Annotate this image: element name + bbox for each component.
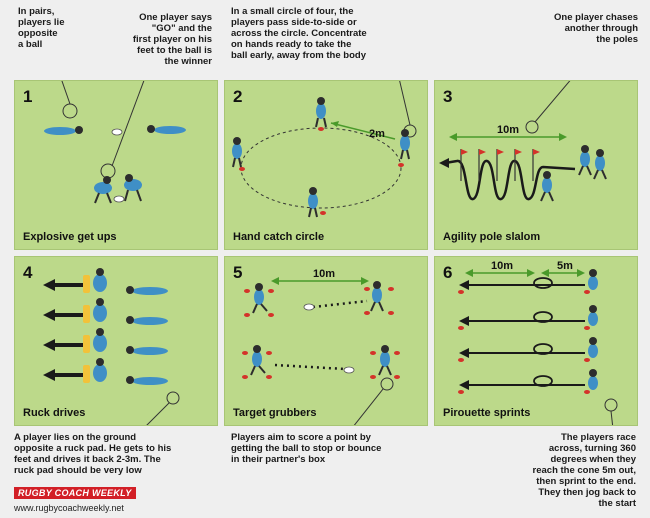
ruck-row-2 — [43, 298, 168, 325]
kick-path-bottom — [274, 363, 346, 371]
player-crouching-2 — [124, 174, 142, 202]
sprint-lane-4 — [458, 369, 598, 394]
kick-path-top — [312, 299, 368, 309]
caption-circle: In a small circle of four, the players p… — [231, 6, 367, 61]
panel-agility-pole-slalom: 3 Agility pole slalom 10m — [434, 80, 638, 250]
ruck-row-4 — [43, 358, 168, 385]
panel-title: Explosive get ups — [23, 231, 117, 243]
rugby-ball — [111, 128, 123, 136]
distance-label: 10m — [497, 124, 519, 136]
drill-diagram-6: 10m 5m — [458, 260, 618, 425]
panel-title: Pirouette sprints — [443, 407, 531, 419]
callout-line — [399, 81, 411, 126]
player-runner — [593, 149, 607, 180]
website-url[interactable]: www.rugbycoachweekly.net — [14, 503, 124, 513]
player-lying-right — [147, 125, 186, 134]
player-left — [232, 137, 242, 168]
target-box-cones — [242, 287, 400, 379]
rugby-ball — [343, 366, 355, 374]
distance-label: 10m — [313, 268, 335, 280]
panel-title: Ruck drives — [23, 407, 86, 419]
player-kicker-top — [252, 283, 268, 314]
rugby-ball — [113, 195, 125, 203]
player-bottom — [308, 187, 318, 218]
sprint-lane-2 — [458, 305, 598, 330]
sprint-lane-1 — [458, 269, 598, 294]
panel-pirouette-sprints: 6 Pirouette sprints 10m 5m — [434, 256, 638, 426]
caption-go: One player says "GO" and the first playe… — [132, 12, 212, 67]
callout-circle — [100, 163, 116, 179]
distance-line — [330, 122, 396, 140]
player-receiver-top — [370, 281, 384, 312]
callout-line — [146, 402, 170, 425]
caption-ruck: A player lies on the ground opposite a r… — [14, 432, 172, 476]
flags — [461, 149, 540, 155]
caption-chase: One player chases another through the po… — [554, 12, 638, 45]
panel-target-grubbers: 5 Target grubbers 10m — [224, 256, 428, 426]
caption-pirouette: The players race across, turning 360 deg… — [532, 432, 636, 509]
callout-line — [61, 81, 71, 105]
drill-diagram-1 — [44, 81, 186, 204]
player-lying-left — [44, 126, 83, 135]
player-right — [400, 129, 410, 160]
brand-logo: RUGBY COACH WEEKLY — [14, 487, 136, 499]
distance-label-5m: 5m — [557, 260, 573, 272]
panel-title: Agility pole slalom — [443, 231, 541, 243]
panel-number: 2 — [233, 87, 243, 106]
cones — [239, 127, 404, 215]
slalom-arrowhead — [439, 158, 449, 168]
panel-hand-catch-circle: 2 Hand catch circle 2m — [224, 80, 428, 250]
slalom-path — [444, 159, 576, 201]
drill-diagram-3: 10m — [439, 81, 607, 202]
passing-circle — [240, 127, 402, 209]
ruck-row-1 — [43, 268, 168, 295]
rugby-ball — [303, 303, 315, 311]
panel-number: 3 — [443, 87, 453, 106]
panel-number: 4 — [23, 263, 33, 282]
distance-label-10m: 10m — [491, 260, 513, 272]
callout-line — [610, 410, 614, 425]
callout-line — [353, 388, 384, 425]
callout-line — [534, 81, 571, 123]
player-chaser — [578, 145, 592, 176]
player-crouching-1 — [94, 176, 112, 204]
player-lower — [540, 171, 554, 202]
panel-ruck-drives: 4 Ruck drives — [14, 256, 218, 426]
callout-line — [111, 81, 145, 167]
panel-explosive-get-ups: 1 Explosive get ups — [14, 80, 218, 250]
drill-diagram-5: 10m — [242, 268, 400, 425]
callout-circle — [604, 398, 618, 412]
distance-arrowhead — [331, 121, 339, 127]
panel-number: 1 — [23, 87, 33, 106]
drill-diagram-4 — [43, 268, 180, 425]
player-receiver-bottom — [378, 345, 392, 376]
sprint-lane-3 — [458, 337, 598, 362]
player-kicker-bottom — [250, 345, 266, 376]
ruck-row-3 — [43, 328, 168, 355]
callout-circle — [380, 377, 394, 391]
callout-circle — [62, 103, 78, 119]
caption-grubber: Players aim to score a point by getting … — [231, 432, 382, 465]
caption-pairs: In pairs, players lie opposite a ball — [18, 6, 65, 50]
panel-number: 6 — [443, 263, 453, 282]
panel-title: Hand catch circle — [233, 231, 325, 243]
panel-number: 5 — [233, 263, 243, 282]
drill-diagram-2: 2m — [232, 81, 417, 218]
callout-circle — [525, 120, 539, 134]
callout-circle — [166, 391, 180, 405]
distance-label: 2m — [369, 128, 385, 140]
panel-title: Target grubbers — [233, 407, 317, 419]
player-top — [315, 97, 327, 128]
